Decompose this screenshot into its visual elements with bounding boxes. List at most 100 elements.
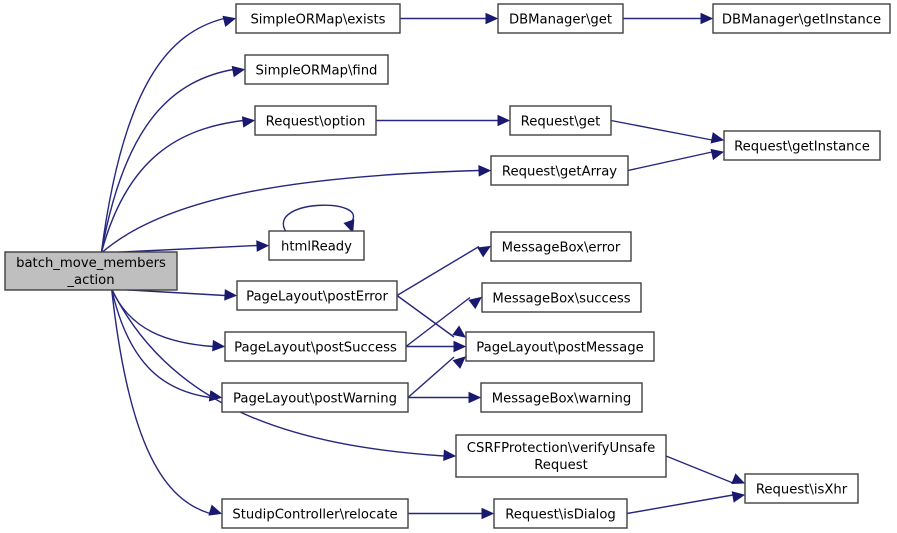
node-label: MessageBox\success	[492, 292, 630, 307]
edge-n18-to-n20	[665, 455, 746, 485]
node-box[interactable]	[480, 382, 643, 413]
edge-arrowhead	[222, 15, 237, 27]
edge-arrowhead	[485, 12, 499, 25]
graph-node[interactable]: Request\option	[254, 105, 377, 136]
edge-arrowhead	[497, 114, 511, 127]
edge-n6-to-n16	[406, 340, 467, 353]
graph-node[interactable]: PageLayout\postError	[236, 280, 398, 311]
edge-n11-to-n13	[610, 119, 725, 144]
node-box[interactable]	[235, 3, 401, 34]
graph-node[interactable]: htmlReady	[268, 230, 365, 261]
edge-arrowhead	[731, 473, 746, 485]
edge-arrowhead	[468, 391, 482, 404]
edge-arrowhead	[208, 504, 223, 516]
edge-n0-to-n18	[111, 288, 457, 461]
edge-arrowhead	[452, 356, 466, 369]
node-label: SimpleORMap\exists	[250, 13, 385, 28]
edge-arrowhead	[710, 132, 725, 144]
node-box[interactable]	[744, 473, 859, 504]
node-box[interactable]	[268, 230, 365, 261]
node-label: Request\get	[521, 115, 601, 130]
edge-n0-to-n8	[110, 288, 223, 516]
node-box[interactable]	[221, 382, 409, 413]
node-label: DBManager\get	[509, 13, 612, 28]
edge-n1-to-n9	[400, 12, 499, 25]
node-label: PageLayout\postWarning	[233, 392, 397, 407]
node-box[interactable]	[244, 54, 389, 85]
node-label: batch_move_members_action	[16, 256, 166, 288]
graph-node[interactable]: Request\get	[509, 105, 612, 136]
edge-arrowhead	[241, 116, 256, 128]
edge-arrowhead	[343, 219, 355, 234]
graph-node[interactable]: Request\isDialog	[493, 498, 628, 529]
edge-n4-to-n4	[282, 204, 355, 234]
edge-n7-to-n17	[408, 391, 482, 404]
node-box[interactable]	[490, 155, 629, 186]
edge-n12-to-n13	[627, 148, 725, 172]
node-box[interactable]	[481, 282, 642, 313]
edge-n19-to-n20	[626, 491, 746, 515]
edge-arrowhead	[256, 240, 270, 252]
edge-n8-to-n19	[408, 507, 495, 520]
edge-arrowhead	[212, 339, 226, 352]
node-label: SimpleORMap\find	[256, 64, 378, 79]
edge-n0-to-n7	[110, 288, 223, 402]
node-layer: batch_move_members_action SimpleORMap\exi…	[4, 3, 891, 529]
node-box[interactable]	[723, 130, 881, 161]
node-box[interactable]	[497, 3, 624, 34]
edge-n9-to-n10	[623, 12, 714, 25]
graph-node[interactable]: PageLayout\postWarning	[221, 382, 409, 413]
node-box[interactable]	[221, 498, 409, 529]
edge-n0-to-n2	[100, 65, 246, 254]
graph-node[interactable]: MessageBox\warning	[480, 382, 643, 413]
edge-n0-to-n12	[100, 165, 492, 254]
node-label: htmlReady	[281, 240, 352, 255]
graph-node[interactable]: PageLayout\postMessage	[465, 331, 655, 362]
edge-n5-to-n14	[396, 245, 492, 297]
graph-node[interactable]: SimpleORMap\exists	[235, 3, 401, 34]
node-label: MessageBox\warning	[492, 392, 632, 407]
edge-n0-to-n3	[100, 116, 256, 254]
edge-n0-to-n4	[101, 240, 270, 254]
graph-node[interactable]: StudipController\relocate	[221, 498, 409, 529]
node-box[interactable]	[455, 434, 667, 478]
node-box[interactable]	[490, 231, 632, 262]
node-box[interactable]	[254, 105, 377, 136]
node-label: PageLayout\postError	[246, 290, 388, 305]
node-box[interactable]	[493, 498, 628, 529]
edge-arrowhead	[224, 289, 238, 301]
node-label: Request\isDialog	[505, 508, 616, 523]
node-box[interactable]	[4, 251, 178, 291]
graph-node[interactable]: PageLayout\postSuccess	[224, 331, 407, 362]
edge-n6-to-n15	[405, 296, 482, 348]
edge-n7-to-n16	[407, 356, 466, 399]
graph-node[interactable]: Request\getArray	[490, 155, 629, 186]
edge-arrowhead	[700, 12, 714, 25]
edge-arrowhead	[481, 507, 495, 520]
graph-node[interactable]: MessageBox\success	[481, 282, 642, 313]
node-label: Request\getArray	[502, 165, 617, 180]
node-label: MessageBox\error	[502, 241, 621, 256]
node-label: PageLayout\postSuccess	[234, 341, 397, 356]
node-box[interactable]	[712, 3, 891, 34]
graph-node[interactable]: DBManager\get	[497, 3, 624, 34]
node-box[interactable]	[509, 105, 612, 136]
graph-node[interactable]: SimpleORMap\find	[244, 54, 389, 85]
node-box[interactable]	[465, 331, 655, 362]
graph-node[interactable]: batch_move_members_action	[4, 251, 178, 291]
node-label: Request\isXhr	[756, 483, 848, 498]
node-label: PageLayout\postMessage	[476, 341, 643, 356]
graph-node[interactable]: Request\getInstance	[723, 130, 881, 161]
node-box[interactable]	[236, 280, 398, 311]
graph-node[interactable]: Request\isXhr	[744, 473, 859, 504]
edge-arrowhead	[452, 325, 466, 338]
node-label: Request\getInstance	[734, 140, 870, 155]
node-box[interactable]	[224, 331, 407, 362]
edge-arrowhead	[731, 491, 746, 503]
graph-node[interactable]: DBManager\getInstance	[712, 3, 891, 34]
graph-node[interactable]: MessageBox\error	[490, 231, 632, 262]
